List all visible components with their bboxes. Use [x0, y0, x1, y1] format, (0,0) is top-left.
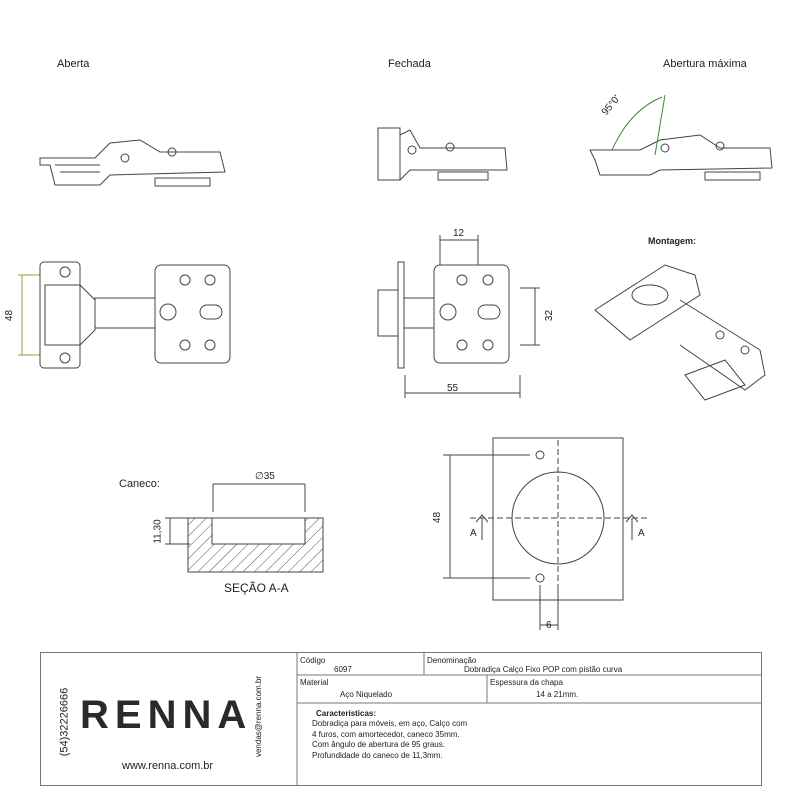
feature-line: Com ângulo de abertura de 95 graus. [312, 740, 445, 749]
dim-48-right: 48 [432, 511, 444, 524]
cup-label: Caneco: [119, 478, 160, 490]
dim-12: 12 [453, 228, 465, 239]
hinge-side-max [589, 94, 773, 181]
thickness-label: Espessura da chapa [490, 678, 563, 687]
dim-32: 32 [544, 309, 556, 322]
thickness-value: 14 a 21mm. [536, 690, 579, 699]
code-label: Código [300, 656, 326, 665]
material-value: Aço Niquelado [340, 690, 393, 699]
view-label-open: Aberta [57, 58, 90, 70]
section-marker-left: A [470, 528, 477, 539]
website-link[interactable]: www.renna.com.br [122, 760, 214, 772]
view-label-max-opening: Abertura máxima [663, 58, 747, 70]
drilling-template [443, 437, 650, 630]
feature-line: Dobradiça para móveis, em aço, Calço com [312, 719, 468, 728]
code-value: 6097 [334, 665, 352, 674]
material-label: Material [300, 678, 329, 687]
feature-line: 4 furos, com amortecedor, caneco 35mm. [312, 729, 460, 739]
mounting-label: Montagem: [648, 236, 696, 246]
dim-55: 55 [447, 383, 459, 394]
hinge-side-open [39, 139, 226, 187]
name-value: Dobradiça Calço Fixo POP com pistão curv… [464, 665, 623, 674]
title-block-grid [296, 653, 761, 785]
hinge-front-left [18, 261, 231, 369]
hinge-side-closed [377, 127, 508, 181]
dim-diameter-35: ∅35 [255, 471, 275, 482]
hinge-isometric [594, 264, 766, 401]
cup-section [165, 483, 324, 573]
dim-depth: 11,30 [152, 519, 164, 544]
dim-6: 6 [546, 620, 552, 631]
feature-line: Profundidade do caneco de 11,3mm. [312, 750, 443, 760]
email-address[interactable]: vendas@renna.com.br [254, 675, 264, 758]
dim-48-left: 48 [4, 309, 16, 322]
features-list: Dobradiça para móveis, em aço, Calço com… [312, 719, 467, 761]
section-marker-right: A [638, 528, 645, 539]
renna-logo: RENNA [80, 693, 253, 737]
view-label-closed: Fechada [388, 58, 431, 70]
name-label: Denominação [427, 656, 477, 665]
features-label: Características: [316, 709, 377, 718]
phone-number: (54)32226666 [58, 687, 71, 757]
section-title: SEÇÃO A-A [224, 581, 289, 595]
title-block [40, 652, 762, 786]
hinge-front-center [377, 235, 540, 398]
